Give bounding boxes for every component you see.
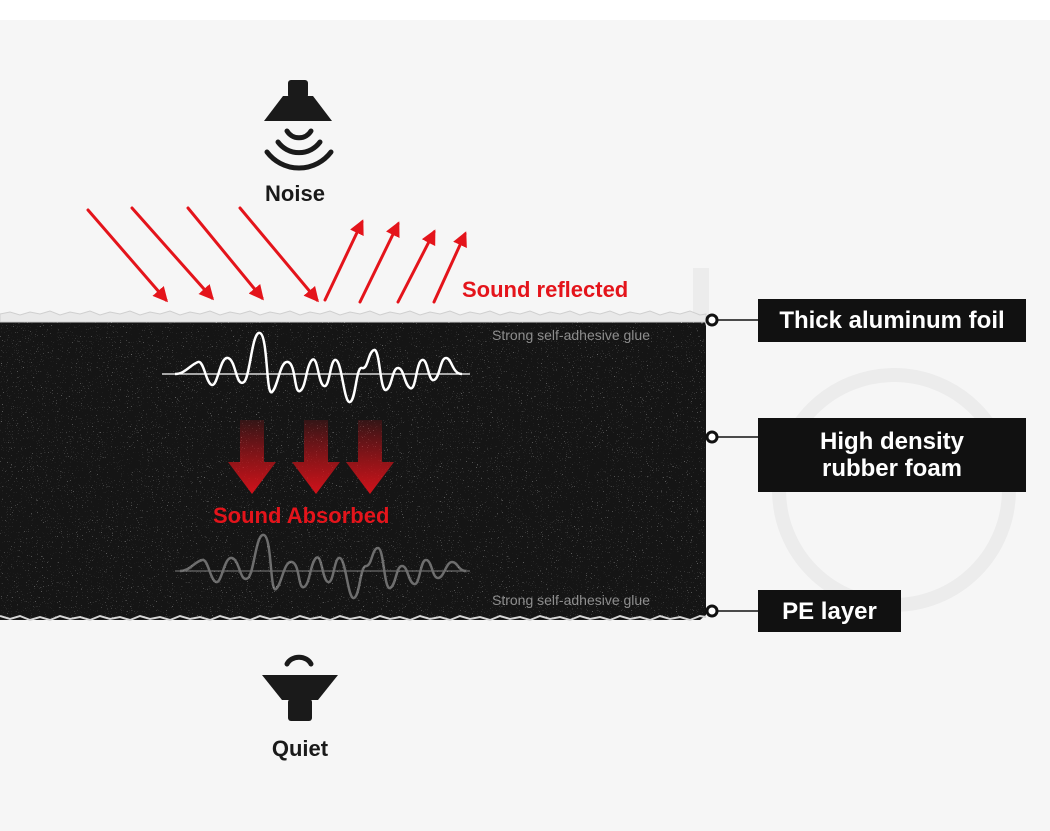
quiet-label: Quiet	[271, 736, 329, 761]
callout-pe-text: PE layer	[782, 597, 877, 625]
connector-dot	[705, 313, 719, 327]
speaker-quiet-icon	[262, 654, 338, 721]
callout-pe-layer: PE layer	[758, 590, 901, 632]
callout-connectors	[712, 319, 760, 612]
incoming-arrow	[186, 206, 264, 301]
incoming-waveform	[162, 331, 470, 404]
absorbed-arrow	[228, 420, 276, 494]
noise-label: Noise	[265, 181, 325, 206]
decorative-bar	[693, 268, 709, 324]
incoming-noise-arrows	[86, 206, 319, 303]
absorbed-waveform	[175, 533, 470, 600]
reflected-arrow	[323, 219, 364, 302]
glue-top-label: Strong self-adhesive glue	[492, 327, 650, 343]
reflected-arrow	[396, 229, 436, 304]
incoming-arrow	[86, 208, 168, 303]
callout-dots	[705, 313, 719, 618]
callout-rubber-foam: High density rubber foam	[758, 418, 1026, 492]
callout-foam-text: High density rubber foam	[819, 428, 964, 482]
callout-aluminum-foil: Thick aluminum foil	[758, 299, 1026, 342]
sound-absorbed-label: Sound Absorbed	[213, 503, 390, 528]
reflected-arrow	[358, 221, 400, 304]
connector-dot	[705, 430, 719, 444]
absorbed-arrow	[346, 420, 394, 494]
absorbed-arrows	[228, 420, 394, 494]
glue-bottom-label: Strong self-adhesive glue	[492, 592, 650, 608]
reflected-arrows	[323, 219, 467, 304]
absorbed-arrow	[292, 420, 340, 494]
speaker-sound-icon	[264, 80, 334, 171]
connector-dot	[705, 604, 719, 618]
incoming-arrow	[238, 206, 319, 303]
reflected-arrow	[432, 231, 467, 304]
incoming-arrow	[130, 206, 214, 301]
sound-reflected-label: Sound reflected	[462, 277, 629, 302]
callout-foil-text: Thick aluminum foil	[779, 307, 1005, 334]
